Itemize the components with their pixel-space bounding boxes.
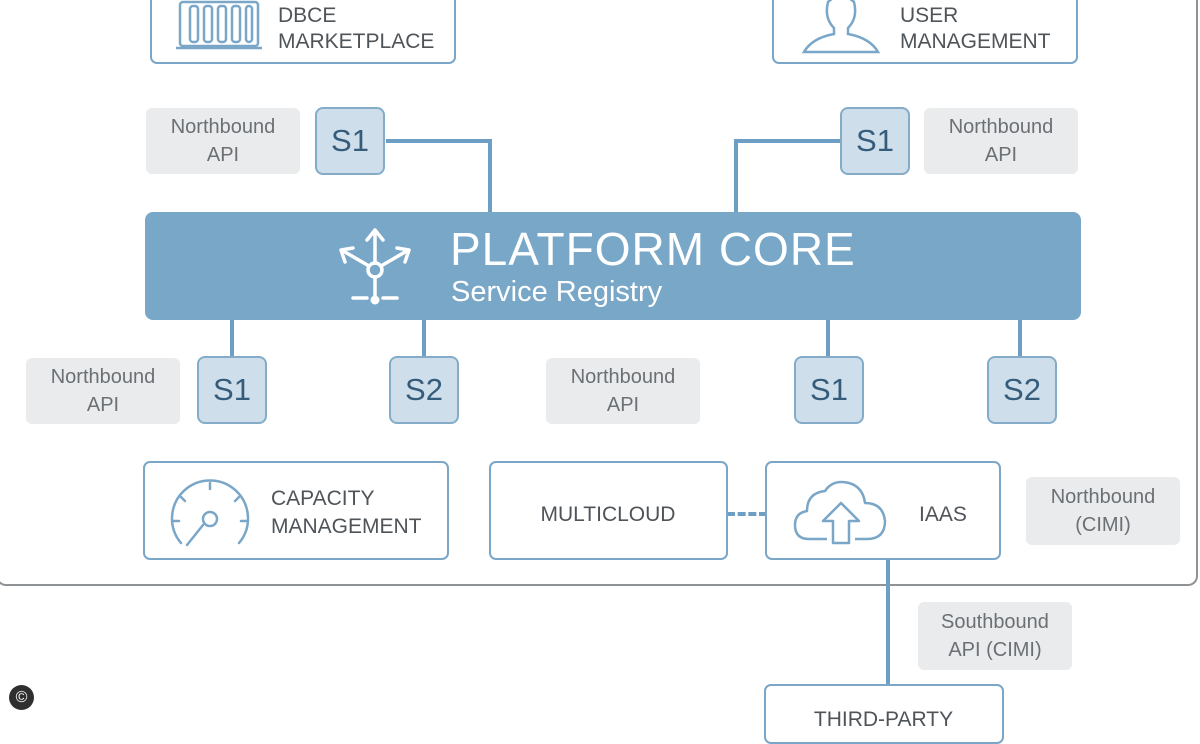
connector-multicloud-iaas-dashed <box>727 512 767 516</box>
service-s1-bottom-3[interactable]: S1 <box>794 356 864 424</box>
platform-core[interactable]: PLATFORM CORE Service Registry <box>145 212 1081 320</box>
user-silhouette-icon <box>801 0 881 54</box>
service-s2-bottom-2[interactable]: S2 <box>389 356 459 424</box>
service-registry-arrows-icon <box>339 228 411 305</box>
marketplace-label-line2: MARKETPLACE <box>278 30 435 53</box>
southbound-api-cimi-label: Southbound API (CIMI) <box>918 602 1072 670</box>
service-s1-bottom-1[interactable]: S1 <box>197 356 267 424</box>
module-iaas[interactable]: IAAS <box>765 461 1001 560</box>
connector-s1-top-right-v <box>734 139 738 213</box>
cloud-upload-icon <box>793 480 887 545</box>
user-management-label-line2: MANAGEMENT <box>900 30 1051 53</box>
capacity-label-line2: MANAGEMENT <box>271 515 422 538</box>
user-management-label-line1: USER <box>900 4 959 27</box>
northbound-api-label-top-right: Northbound API <box>924 108 1078 174</box>
multicloud-label: MULTICLOUD <box>540 503 676 526</box>
connector-core-s2-2 <box>1018 320 1022 358</box>
module-user-management[interactable]: USER MANAGEMENT <box>772 0 1078 64</box>
service-s1-top-left[interactable]: S1 <box>315 107 385 175</box>
capacity-label-line1: CAPACITY <box>271 487 375 510</box>
connector-core-s1-2 <box>826 320 830 358</box>
service-s1-top-right[interactable]: S1 <box>840 107 910 175</box>
northbound-api-label-mid-left: Northbound API <box>26 358 180 424</box>
gauge-icon <box>170 479 250 547</box>
northbound-api-label-mid-center: Northbound API <box>546 358 700 424</box>
copyright-icon: © <box>9 685 34 710</box>
marketplace-building-icon <box>176 0 262 50</box>
module-multicloud[interactable]: MULTICLOUD <box>489 461 728 560</box>
module-third-party[interactable]: THIRD-PARTY <box>764 684 1004 744</box>
connector-s1-top-left-v <box>488 139 492 213</box>
module-capacity-management[interactable]: CAPACITY MANAGEMENT <box>143 461 449 560</box>
connector-s1-top-left-h <box>386 139 492 143</box>
core-subtitle: Service Registry <box>451 276 663 308</box>
connector-core-s1-1 <box>230 320 234 358</box>
connector-s1-top-right-h <box>734 139 840 143</box>
connector-iaas-third-party <box>886 558 890 688</box>
platform-boundary <box>0 0 1198 586</box>
service-s2-bottom-4[interactable]: S2 <box>987 356 1057 424</box>
connector-core-s2-1 <box>422 320 426 358</box>
module-dbce-marketplace[interactable]: DBCE MARKETPLACE <box>150 0 456 64</box>
northbound-cimi-label: Northbound (CIMI) <box>1026 477 1180 545</box>
iaas-label: IAAS <box>919 503 967 526</box>
northbound-api-label-top-left: Northbound API <box>146 108 300 174</box>
core-title: PLATFORM CORE <box>450 223 856 275</box>
marketplace-label-line1: DBCE <box>278 4 337 27</box>
